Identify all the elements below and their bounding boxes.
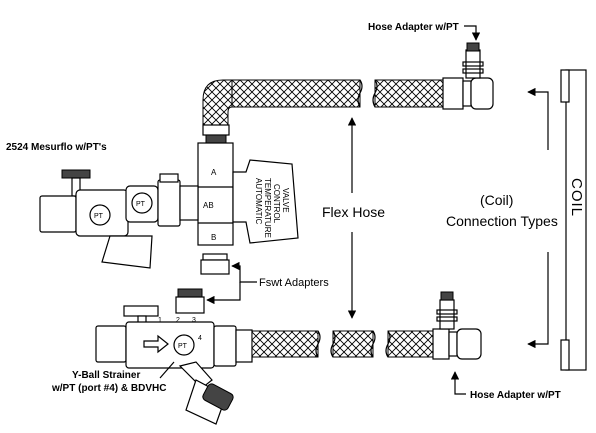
fswt-adapter-upper: [200, 253, 230, 275]
mesurflo-valve: PT PT: [39, 169, 199, 269]
valve-text-1: AUTOMATIC: [254, 178, 263, 225]
temperature-control-valve: A AB B AUTOMATIC TEMPERATURE CONTROL VAL…: [197, 142, 299, 246]
port-number-2: 2: [176, 317, 180, 324]
top-flex-hose: [202, 79, 444, 144]
pt-mark-2: PT: [136, 201, 146, 208]
pt-port-2: [131, 192, 153, 214]
valve-port-ab: AB: [203, 201, 214, 210]
coil-connection-label-1: (Coil): [480, 192, 513, 208]
valve-text-3: CONTROL: [272, 184, 281, 224]
port-number-3: 3: [192, 317, 196, 324]
valve-port-b: B: [211, 233, 216, 242]
coil-label: COIL: [568, 178, 585, 217]
fswt-adapter-lower: [175, 288, 205, 314]
hose-adapter-top-label: Hose Adapter w/PT: [368, 22, 459, 33]
leader-arrows: [159, 25, 549, 395]
port-number-1: 1: [158, 317, 162, 324]
coil: COIL: [560, 69, 587, 371]
port-number-4: 4: [198, 335, 202, 342]
valve-text-4: VALVE: [281, 188, 290, 213]
y-ball-strainer: 1 2 3 4 PT: [95, 305, 253, 425]
hose-adapter-bottom-label: Hose Adapter w/PT: [470, 390, 561, 401]
bottom-flex-hose: [251, 330, 434, 358]
flex-hose-label: Flex Hose: [322, 204, 385, 220]
top-hose-adapter: [442, 42, 494, 110]
bdvhc-valve: [185, 379, 234, 425]
pt-port-4: [173, 334, 195, 356]
mesurflo-label: 2524 Mesurflo w/PT's: [6, 142, 107, 153]
ystrainer-label-1: Y-Ball Strainer: [72, 370, 140, 381]
pt-port-1: [89, 204, 111, 226]
valve-port-a: A: [211, 168, 217, 177]
ystrainer-label-2: w/PT (port #4) & BDVHC: [51, 383, 166, 394]
coil-connection-label-2: Connection Types: [446, 213, 558, 229]
pt-mark-1: PT: [94, 213, 104, 220]
valve-text-2: TEMPERATURE: [263, 178, 272, 238]
fswt-adapters-label: Fswt Adapters: [259, 277, 329, 289]
pt-mark-3: PT: [178, 343, 188, 350]
bottom-hose-adapter: [432, 291, 482, 360]
